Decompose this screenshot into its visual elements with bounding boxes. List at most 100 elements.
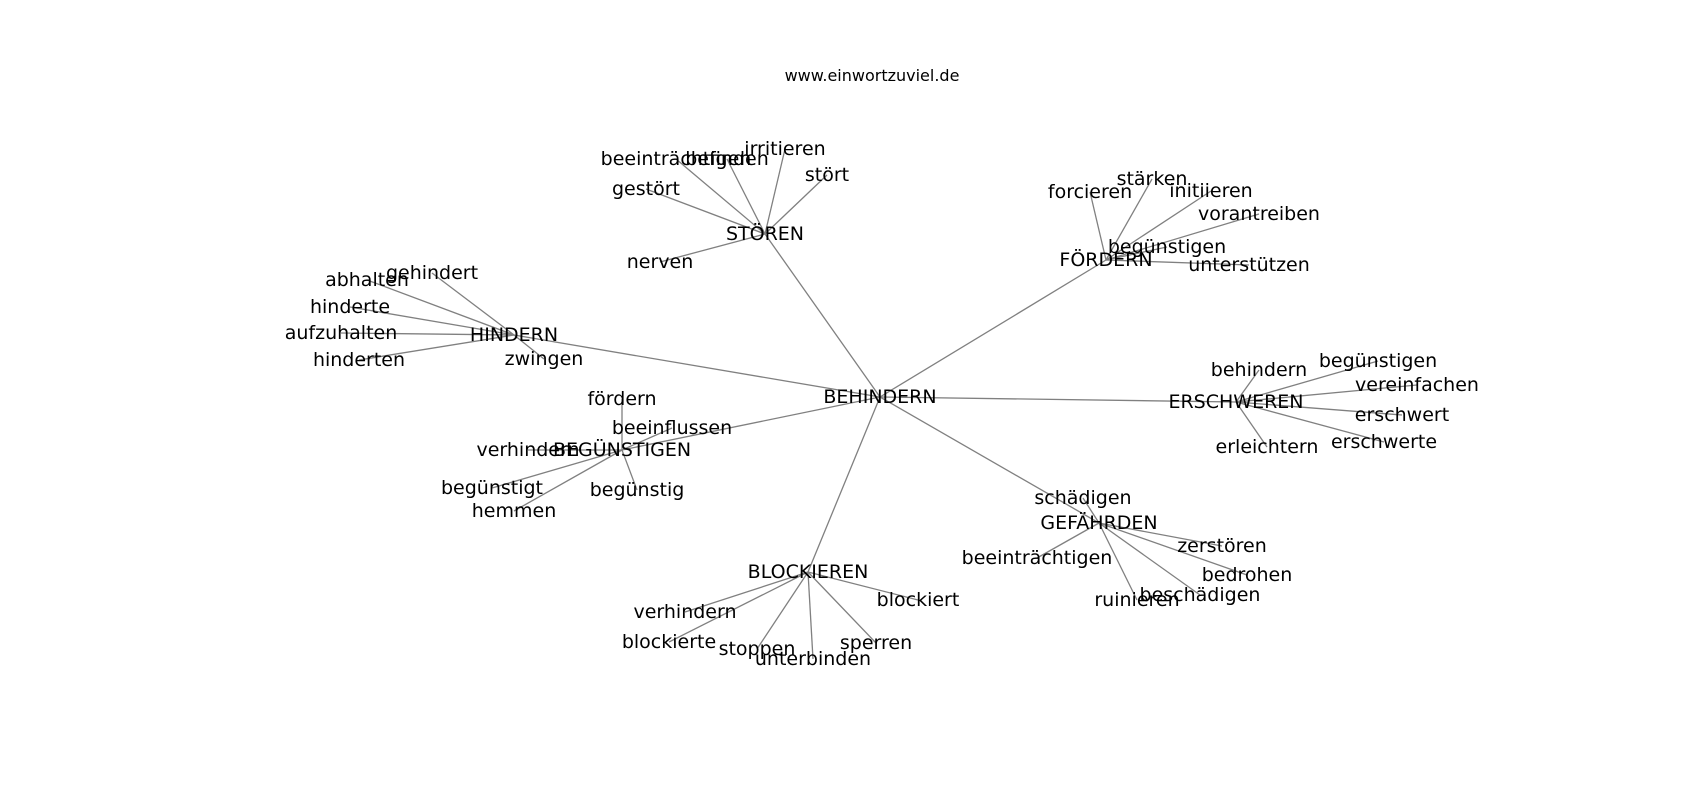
- leaf-node-label: hinderten: [313, 349, 405, 371]
- edge-hub-leaf: [1235, 401, 1385, 443]
- edge-hub-leaf: [1235, 401, 1403, 416]
- hub-node-label: BLOCKIEREN: [748, 561, 869, 583]
- leaf-node-label: beeinträchtigen: [601, 148, 752, 170]
- edge-hub-leaf: [513, 449, 623, 512]
- edge-center-hub: [807, 396, 881, 573]
- edge-hub-leaf: [340, 332, 515, 336]
- leaf-node-label: aufzuhalten: [285, 322, 398, 344]
- edge-hub-leaf: [366, 279, 515, 336]
- leaf-node-label: hemmen: [472, 500, 556, 522]
- leaf-node-label: sperren: [840, 632, 912, 654]
- edge-hub-leaf: [807, 571, 877, 644]
- edge-hub-leaf: [1036, 522, 1100, 559]
- leaf-node-label: begünstigen: [1319, 350, 1437, 372]
- edge-hub-leaf: [431, 272, 515, 336]
- leaf-node-label: initiieren: [1169, 180, 1252, 202]
- edge-center-hub: [879, 396, 1237, 403]
- leaf-node-label: beschädigen: [1140, 584, 1261, 606]
- graph-edges: [340, 148, 1418, 660]
- edge-hub-leaf: [1235, 401, 1268, 448]
- leaf-node-label: abhalten: [325, 269, 409, 291]
- edge-center-hub: [879, 396, 1100, 524]
- leaf-node-label: stoppen: [719, 638, 796, 660]
- leaf-node-label: erschwert: [1355, 404, 1449, 426]
- leaf-node-label: begünstig: [590, 479, 685, 501]
- leaf-node-label: vereinfachen: [1355, 374, 1479, 396]
- leaf-node-label: irritieren: [744, 138, 825, 160]
- edge-hub-leaf: [1098, 522, 1223, 547]
- edge-hub-leaf: [1105, 259, 1250, 266]
- edge-hub-leaf: [684, 571, 809, 613]
- edge-hub-leaf: [1235, 360, 1379, 403]
- leaf-node-label: behindern: [1211, 359, 1307, 381]
- edge-hub-leaf: [764, 148, 786, 235]
- leaf-node-label: ruinieren: [1094, 589, 1179, 611]
- edge-hub-leaf: [668, 571, 809, 643]
- leaf-node-label: zerstören: [1177, 535, 1267, 557]
- graph-labels: BEHINDERNSTÖRENbeeinträchtigenbefindenir…: [285, 138, 1479, 670]
- leaf-node-label: beeinflussen: [612, 417, 732, 439]
- leaf-node-label: begünstigt: [441, 477, 543, 499]
- edge-center-hub: [513, 334, 881, 398]
- edge-hub-leaf: [1082, 497, 1100, 524]
- edge-hub-leaf: [1235, 384, 1418, 403]
- leaf-node-label: forcieren: [1048, 181, 1132, 203]
- leaf-node-label: gehindert: [386, 262, 478, 284]
- leaf-node-label: beeinträchtigen: [962, 547, 1113, 569]
- edge-hub-leaf: [491, 449, 623, 489]
- edge-hub-leaf: [1098, 522, 1248, 576]
- leaf-node-label: unterbinden: [755, 648, 871, 670]
- edge-hub-leaf: [621, 449, 638, 491]
- site-title: www.einwortzuviel.de: [784, 66, 960, 85]
- edge-center-hub: [764, 233, 881, 398]
- edge-hub-leaf: [358, 334, 515, 361]
- edge-hub-leaf: [349, 306, 515, 336]
- hub-node-label: GEFÄHRDEN: [1040, 511, 1157, 534]
- edge-hub-leaf: [621, 427, 673, 451]
- edge-hub-leaf: [1105, 213, 1260, 261]
- hub-node-label: FÖRDERN: [1059, 248, 1152, 271]
- edge-hub-leaf: [764, 174, 828, 235]
- leaf-node-label: verhindern: [633, 601, 736, 623]
- leaf-node-label: blockiert: [877, 589, 960, 611]
- hub-node-label: HINDERN: [470, 324, 558, 346]
- hub-node-label: STÖREN: [726, 222, 804, 245]
- leaf-node-label: vorantreiben: [1198, 203, 1320, 225]
- edge-hub-leaf: [1105, 246, 1168, 261]
- leaf-node-label: stärken: [1117, 168, 1188, 190]
- edge-hub-leaf: [1098, 522, 1138, 601]
- edge-hub-leaf: [513, 334, 545, 360]
- leaf-node-label: befinden: [685, 148, 769, 170]
- leaf-node-label: verhindern: [476, 439, 579, 461]
- leaf-node-label: erleichtern: [1216, 436, 1319, 458]
- edge-hub-leaf: [659, 233, 766, 263]
- center-node-label: BEHINDERN: [823, 386, 936, 408]
- leaf-node-label: blockierte: [622, 631, 716, 653]
- hub-node-label: ERSCHWEREN: [1168, 391, 1303, 413]
- edge-hub-leaf: [1235, 369, 1260, 403]
- edge-hub-leaf: [645, 188, 766, 235]
- edge-center-hub: [621, 396, 881, 451]
- edge-hub-leaf: [1105, 190, 1212, 261]
- leaf-node-label: bedrohen: [1202, 564, 1293, 586]
- leaf-node-label: erschwerte: [1331, 431, 1437, 453]
- leaf-node-label: unterstützen: [1188, 254, 1310, 276]
- edge-hub-leaf: [807, 571, 919, 601]
- leaf-node-label: begünstigen: [1108, 236, 1226, 258]
- hub-node-label: BEGÜNSTIGEN: [553, 438, 691, 461]
- edge-hub-leaf: [756, 571, 809, 650]
- leaf-node-label: nerven: [627, 251, 694, 273]
- leaf-node-label: hinderte: [310, 296, 390, 318]
- edge-hub-leaf: [726, 158, 766, 235]
- edge-hub-leaf: [1098, 522, 1201, 596]
- edge-hub-leaf: [1105, 178, 1153, 261]
- leaf-node-label: schädigen: [1034, 487, 1131, 509]
- edge-center-hub: [879, 259, 1107, 398]
- edge-hub-leaf: [807, 571, 814, 660]
- leaf-node-label: zwingen: [505, 348, 584, 370]
- leaf-node-label: stört: [805, 164, 849, 186]
- leaf-node-label: fördern: [587, 388, 656, 410]
- leaf-node-label: gestört: [612, 178, 680, 200]
- edge-hub-leaf: [675, 158, 766, 235]
